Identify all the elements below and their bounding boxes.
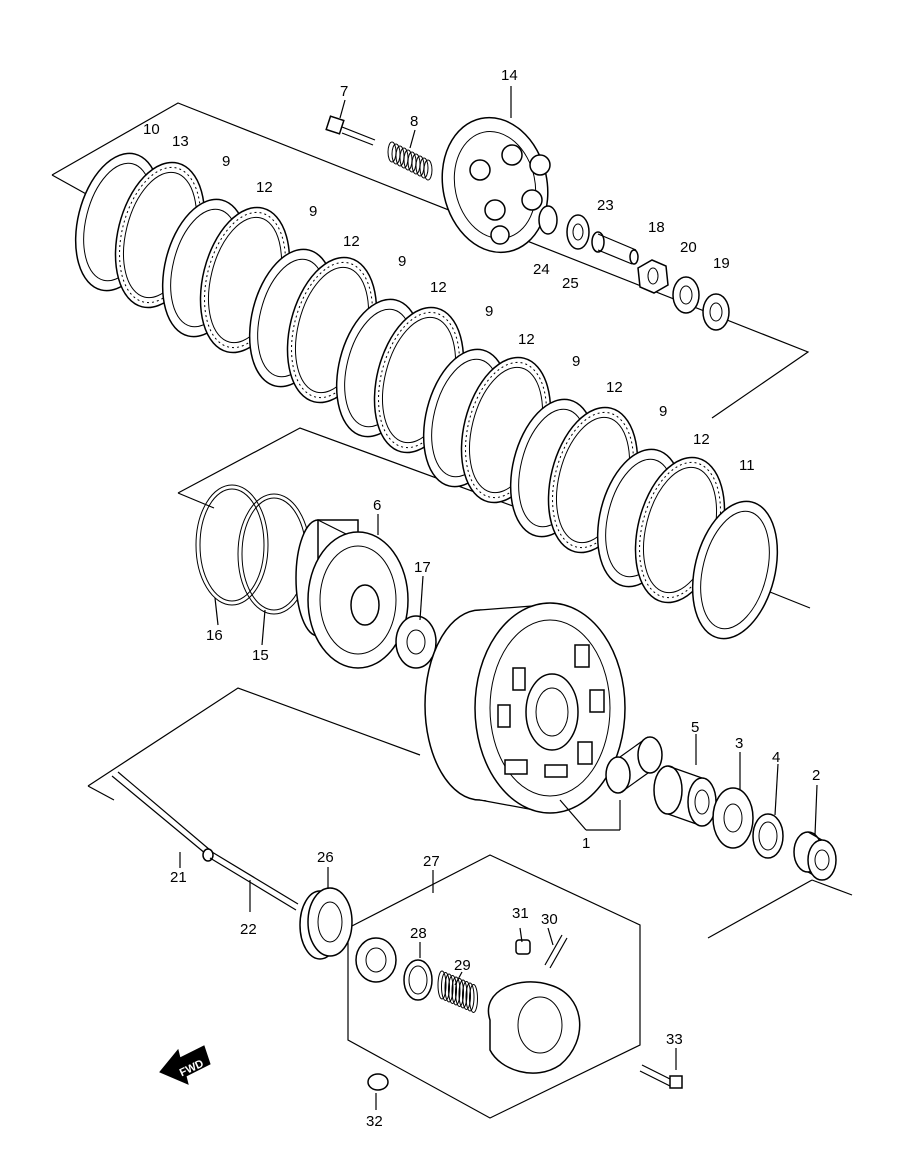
spacer-sleeve: [605, 736, 663, 794]
callout-12e: 12: [606, 379, 623, 396]
washer: [538, 205, 558, 235]
callout-4: 4: [772, 749, 780, 766]
callout-31: 31: [512, 905, 529, 922]
clutch-hub: [295, 519, 409, 669]
slave-cylinder-body: [487, 981, 581, 1074]
callout-23: 23: [597, 197, 614, 214]
callout-9e: 9: [572, 353, 580, 370]
callout-22: 22: [240, 921, 257, 938]
callout-2: 2: [812, 767, 820, 784]
callout-33: 33: [666, 1031, 683, 1048]
spacer: [793, 831, 837, 881]
cylinder-cup: [355, 937, 397, 983]
bearing: [566, 214, 590, 250]
callout-19: 19: [713, 255, 730, 272]
callout-9f: 9: [659, 403, 667, 420]
bolt: [639, 1064, 683, 1089]
callout-28: 28: [410, 925, 427, 942]
forward-arrow-icon: FWD: [159, 1045, 211, 1085]
pressure-plate: [441, 116, 551, 254]
washer: [752, 813, 784, 859]
dowel-pin: [367, 1073, 389, 1091]
leader-lines: [179, 86, 818, 1110]
callout-1: 1: [582, 835, 590, 852]
callout-30: 30: [541, 911, 558, 928]
push-rod: [111, 771, 214, 862]
callout-12d: 12: [518, 331, 535, 348]
callout-20: 20: [680, 239, 697, 256]
callout-9a: 9: [222, 153, 230, 170]
callout-25: 25: [562, 275, 579, 292]
callout-5: 5: [691, 719, 699, 736]
callout-26: 26: [317, 849, 334, 866]
spring: [387, 141, 433, 181]
washer: [702, 293, 730, 331]
bleeder-valve: [544, 934, 568, 969]
callout-21: 21: [170, 869, 187, 886]
callout-27: 27: [423, 853, 440, 870]
thrust-washer: [395, 615, 437, 669]
callout-8: 8: [410, 113, 418, 130]
callout-18: 18: [648, 219, 665, 236]
callout-7: 7: [340, 83, 348, 100]
callout-24: 24: [533, 261, 550, 278]
push-rod: [209, 851, 299, 911]
callout-12c: 12: [430, 279, 447, 296]
clutch-housing: [424, 602, 626, 814]
wire-ring: [195, 484, 269, 606]
callout-12b: 12: [343, 233, 360, 250]
cover-group-outline: [347, 854, 641, 1119]
thrust-washer: [712, 787, 754, 849]
callout-6: 6: [373, 497, 381, 514]
nut: [637, 259, 669, 294]
callout-9b: 9: [309, 203, 317, 220]
needle-bearing: [653, 765, 717, 827]
washer: [672, 276, 700, 314]
callout-13: 13: [172, 133, 189, 150]
callout-11: 11: [739, 457, 755, 474]
push-piece: [591, 231, 639, 265]
bolt: [325, 115, 376, 146]
callout-17: 17: [414, 559, 431, 576]
callout-9d: 9: [485, 303, 493, 320]
callout-14: 14: [501, 67, 518, 84]
callout-10: 10: [143, 121, 160, 138]
lower-group-outline: [87, 687, 853, 939]
friction-plate: [691, 500, 779, 640]
callout-12a: 12: [256, 179, 273, 196]
seal: [403, 959, 433, 1001]
spring: [437, 970, 478, 1013]
callout-3: 3: [735, 735, 743, 752]
callout-16: 16: [206, 627, 223, 644]
callout-15: 15: [252, 647, 269, 664]
callout-29: 29: [454, 957, 471, 974]
plate-stack: [74, 152, 779, 640]
callout-labels: 1 2 3 4 5 6 7 8 9 9 9 9 9 9 10 11 12 12 …: [143, 67, 820, 1130]
callout-9c: 9: [398, 253, 406, 270]
piston: [299, 887, 353, 960]
cap: [515, 939, 531, 955]
callout-32: 32: [366, 1113, 383, 1130]
callout-12f: 12: [693, 431, 710, 448]
